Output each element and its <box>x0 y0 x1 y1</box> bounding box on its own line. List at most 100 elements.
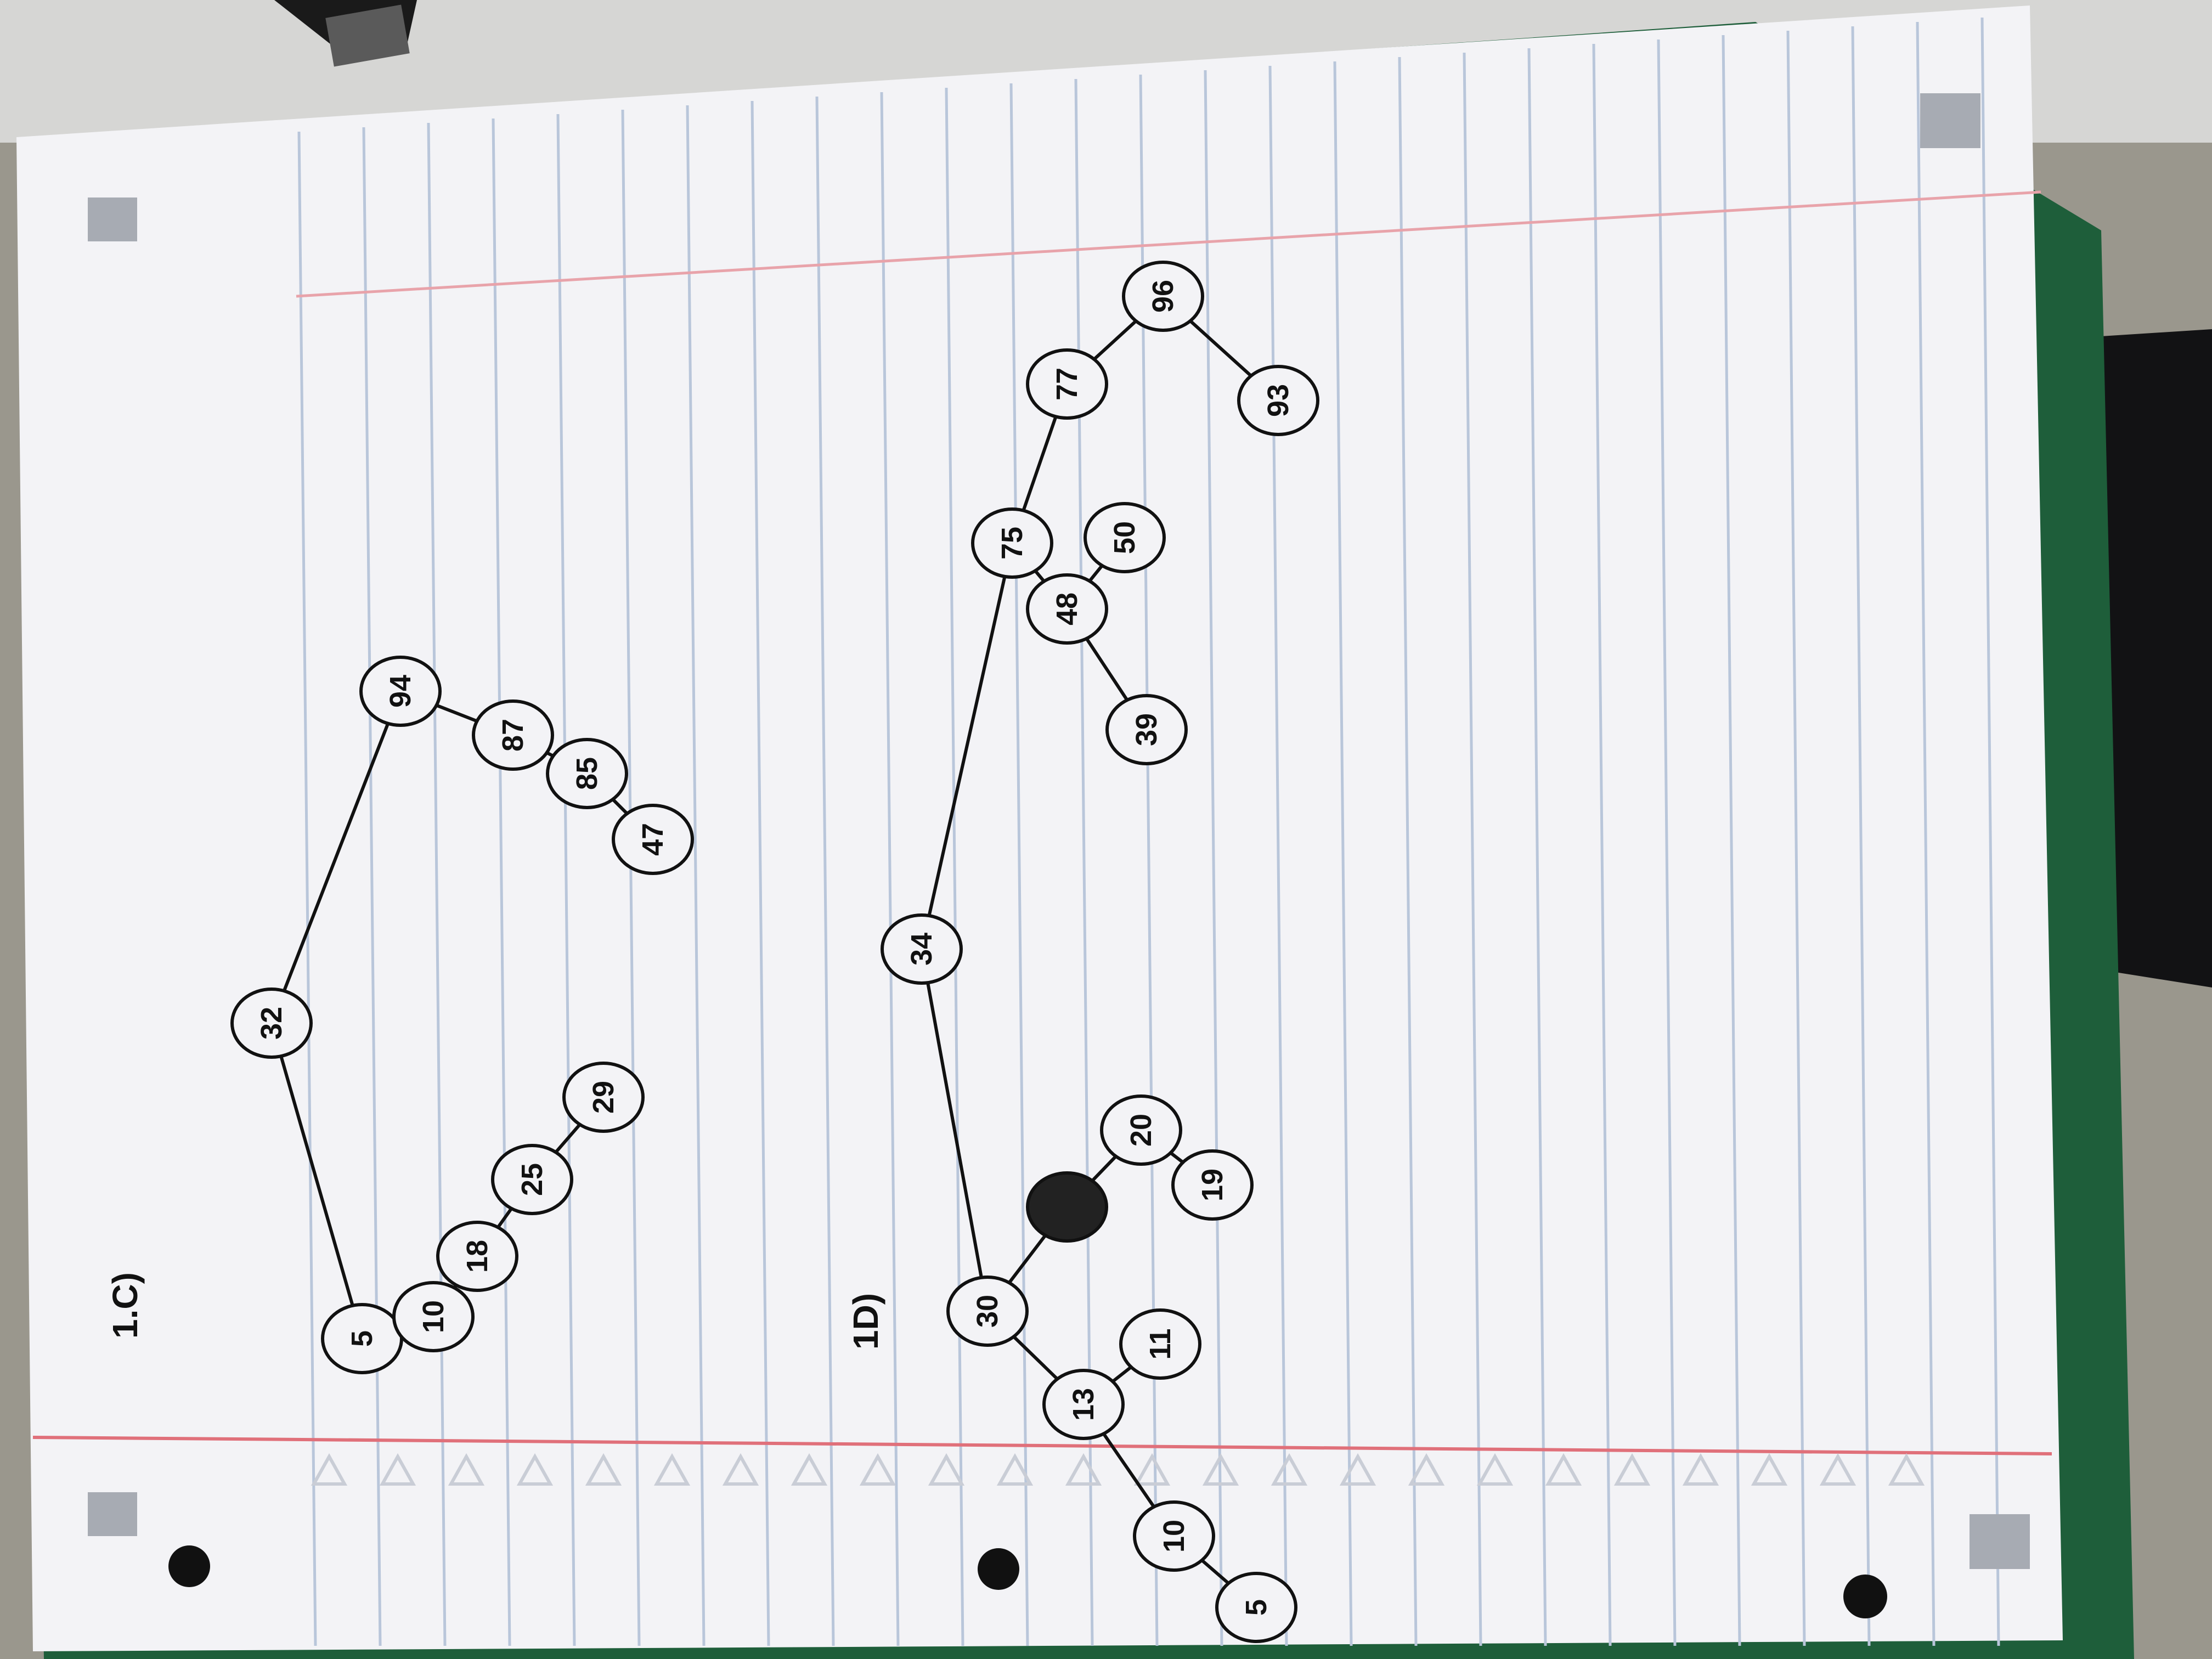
rule-line <box>1592 43 1612 1646</box>
triangle-marker <box>1545 1453 1582 1486</box>
tree-node: 11 <box>1119 1308 1201 1380</box>
rule-line <box>297 131 317 1646</box>
triangle-marker <box>585 1453 622 1486</box>
node-label: 85 <box>571 757 603 790</box>
triangle-marker <box>928 1453 965 1486</box>
node-circle <box>1026 573 1108 645</box>
triangle-marker <box>1682 1453 1719 1486</box>
triangle-marker <box>1408 1453 1445 1486</box>
rule-line <box>492 118 511 1646</box>
tree-node: 96 <box>1122 261 1204 332</box>
node-circle <box>881 913 963 985</box>
tree-node: 30 <box>946 1276 1029 1347</box>
triangle-marker <box>1271 1453 1308 1486</box>
tree-node: 29 <box>562 1062 645 1133</box>
triangle-marker <box>1065 1453 1102 1486</box>
node-label: 29 <box>587 1081 620 1114</box>
tree-node: 34 <box>881 913 963 985</box>
node-circle <box>1084 502 1166 573</box>
triangle-marker <box>1613 1453 1651 1486</box>
binder-hole <box>1843 1575 1887 1618</box>
node-circle <box>1215 1572 1297 1643</box>
node-label: 19 <box>1196 1169 1229 1201</box>
node-circle <box>1119 1308 1201 1380</box>
node-label: 94 <box>384 675 417 708</box>
node-label: 5 <box>346 1330 379 1347</box>
binder-hole <box>168 1545 210 1587</box>
rule-line <box>1333 61 1353 1646</box>
node-circle <box>1105 694 1188 765</box>
tree-node: 5 <box>321 1303 403 1374</box>
rule-line <box>1916 21 1936 1646</box>
triangle-marker <box>1819 1453 1857 1486</box>
node-label: 11 <box>1144 1328 1177 1359</box>
triangle-marker <box>516 1453 554 1486</box>
rule-line <box>1657 39 1677 1646</box>
corner-code-mark <box>88 198 137 241</box>
rule-line <box>362 127 382 1646</box>
node-label: 77 <box>1051 368 1084 400</box>
tree-node: 93 <box>1237 365 1319 436</box>
tree-node: 50 <box>1084 502 1166 573</box>
tree-node: 48 <box>1026 573 1108 645</box>
rule-line <box>1851 26 1871 1646</box>
node-label: 30 <box>971 1295 1004 1328</box>
node-label: 25 <box>516 1163 549 1196</box>
node-circle <box>230 988 313 1059</box>
node-circle <box>392 1281 475 1352</box>
triangle-marker <box>379 1453 416 1486</box>
node-label: 10 <box>417 1300 450 1333</box>
node-label: 5 <box>1240 1599 1273 1616</box>
rule-line <box>556 114 576 1646</box>
triangle-markers <box>311 1453 1925 1486</box>
node-label: 32 <box>255 1007 288 1040</box>
tree-node <box>1026 1171 1108 1243</box>
node-label: 10 <box>1158 1520 1190 1553</box>
node-circle <box>1042 1369 1125 1440</box>
triangle-marker <box>791 1453 828 1486</box>
node-circle <box>1026 348 1108 420</box>
pen-clip <box>325 4 410 67</box>
node-circle <box>472 699 554 771</box>
node-circle <box>1100 1094 1182 1166</box>
margin-line-top <box>296 190 2041 298</box>
ruled-lines <box>297 17 2000 1646</box>
triangle-marker <box>653 1453 691 1486</box>
node-label: 34 <box>905 933 938 966</box>
tree-edge <box>270 1023 364 1339</box>
node-label: 93 <box>1262 384 1295 417</box>
rule-line <box>427 122 447 1646</box>
tree-node: 47 <box>612 804 694 875</box>
tree-node: 25 <box>491 1144 573 1215</box>
rule-line <box>1204 70 1223 1646</box>
tree-node: 77 <box>1026 348 1108 420</box>
node-circle <box>546 738 628 809</box>
binder-hole <box>978 1548 1019 1590</box>
tree-node: 32 <box>230 988 313 1059</box>
tree-node: 85 <box>546 738 628 809</box>
node-circle <box>1122 261 1204 332</box>
triangle-marker <box>311 1453 348 1486</box>
rule-line <box>880 92 900 1646</box>
tree-edge <box>270 690 402 1024</box>
node-label: 20 <box>1125 1114 1158 1147</box>
rule-line <box>751 100 770 1646</box>
rule-line <box>1527 48 1547 1646</box>
triangle-marker <box>1202 1453 1239 1486</box>
node-circle <box>562 1062 645 1133</box>
rule-line <box>1980 17 2000 1646</box>
triangle-marker <box>1339 1453 1376 1486</box>
margin-line-bottom <box>32 1436 2052 1455</box>
tree-node: 18 <box>436 1221 518 1292</box>
triangle-marker <box>1476 1453 1514 1486</box>
rule-line <box>621 109 641 1646</box>
tree-node: 20 <box>1100 1094 1182 1166</box>
node-label: 50 <box>1108 521 1141 554</box>
rule-line <box>1786 30 1806 1646</box>
tree-node: 94 <box>359 656 442 727</box>
rule-line <box>686 105 706 1646</box>
node-circle <box>612 804 694 875</box>
node-label: 18 <box>461 1240 494 1273</box>
